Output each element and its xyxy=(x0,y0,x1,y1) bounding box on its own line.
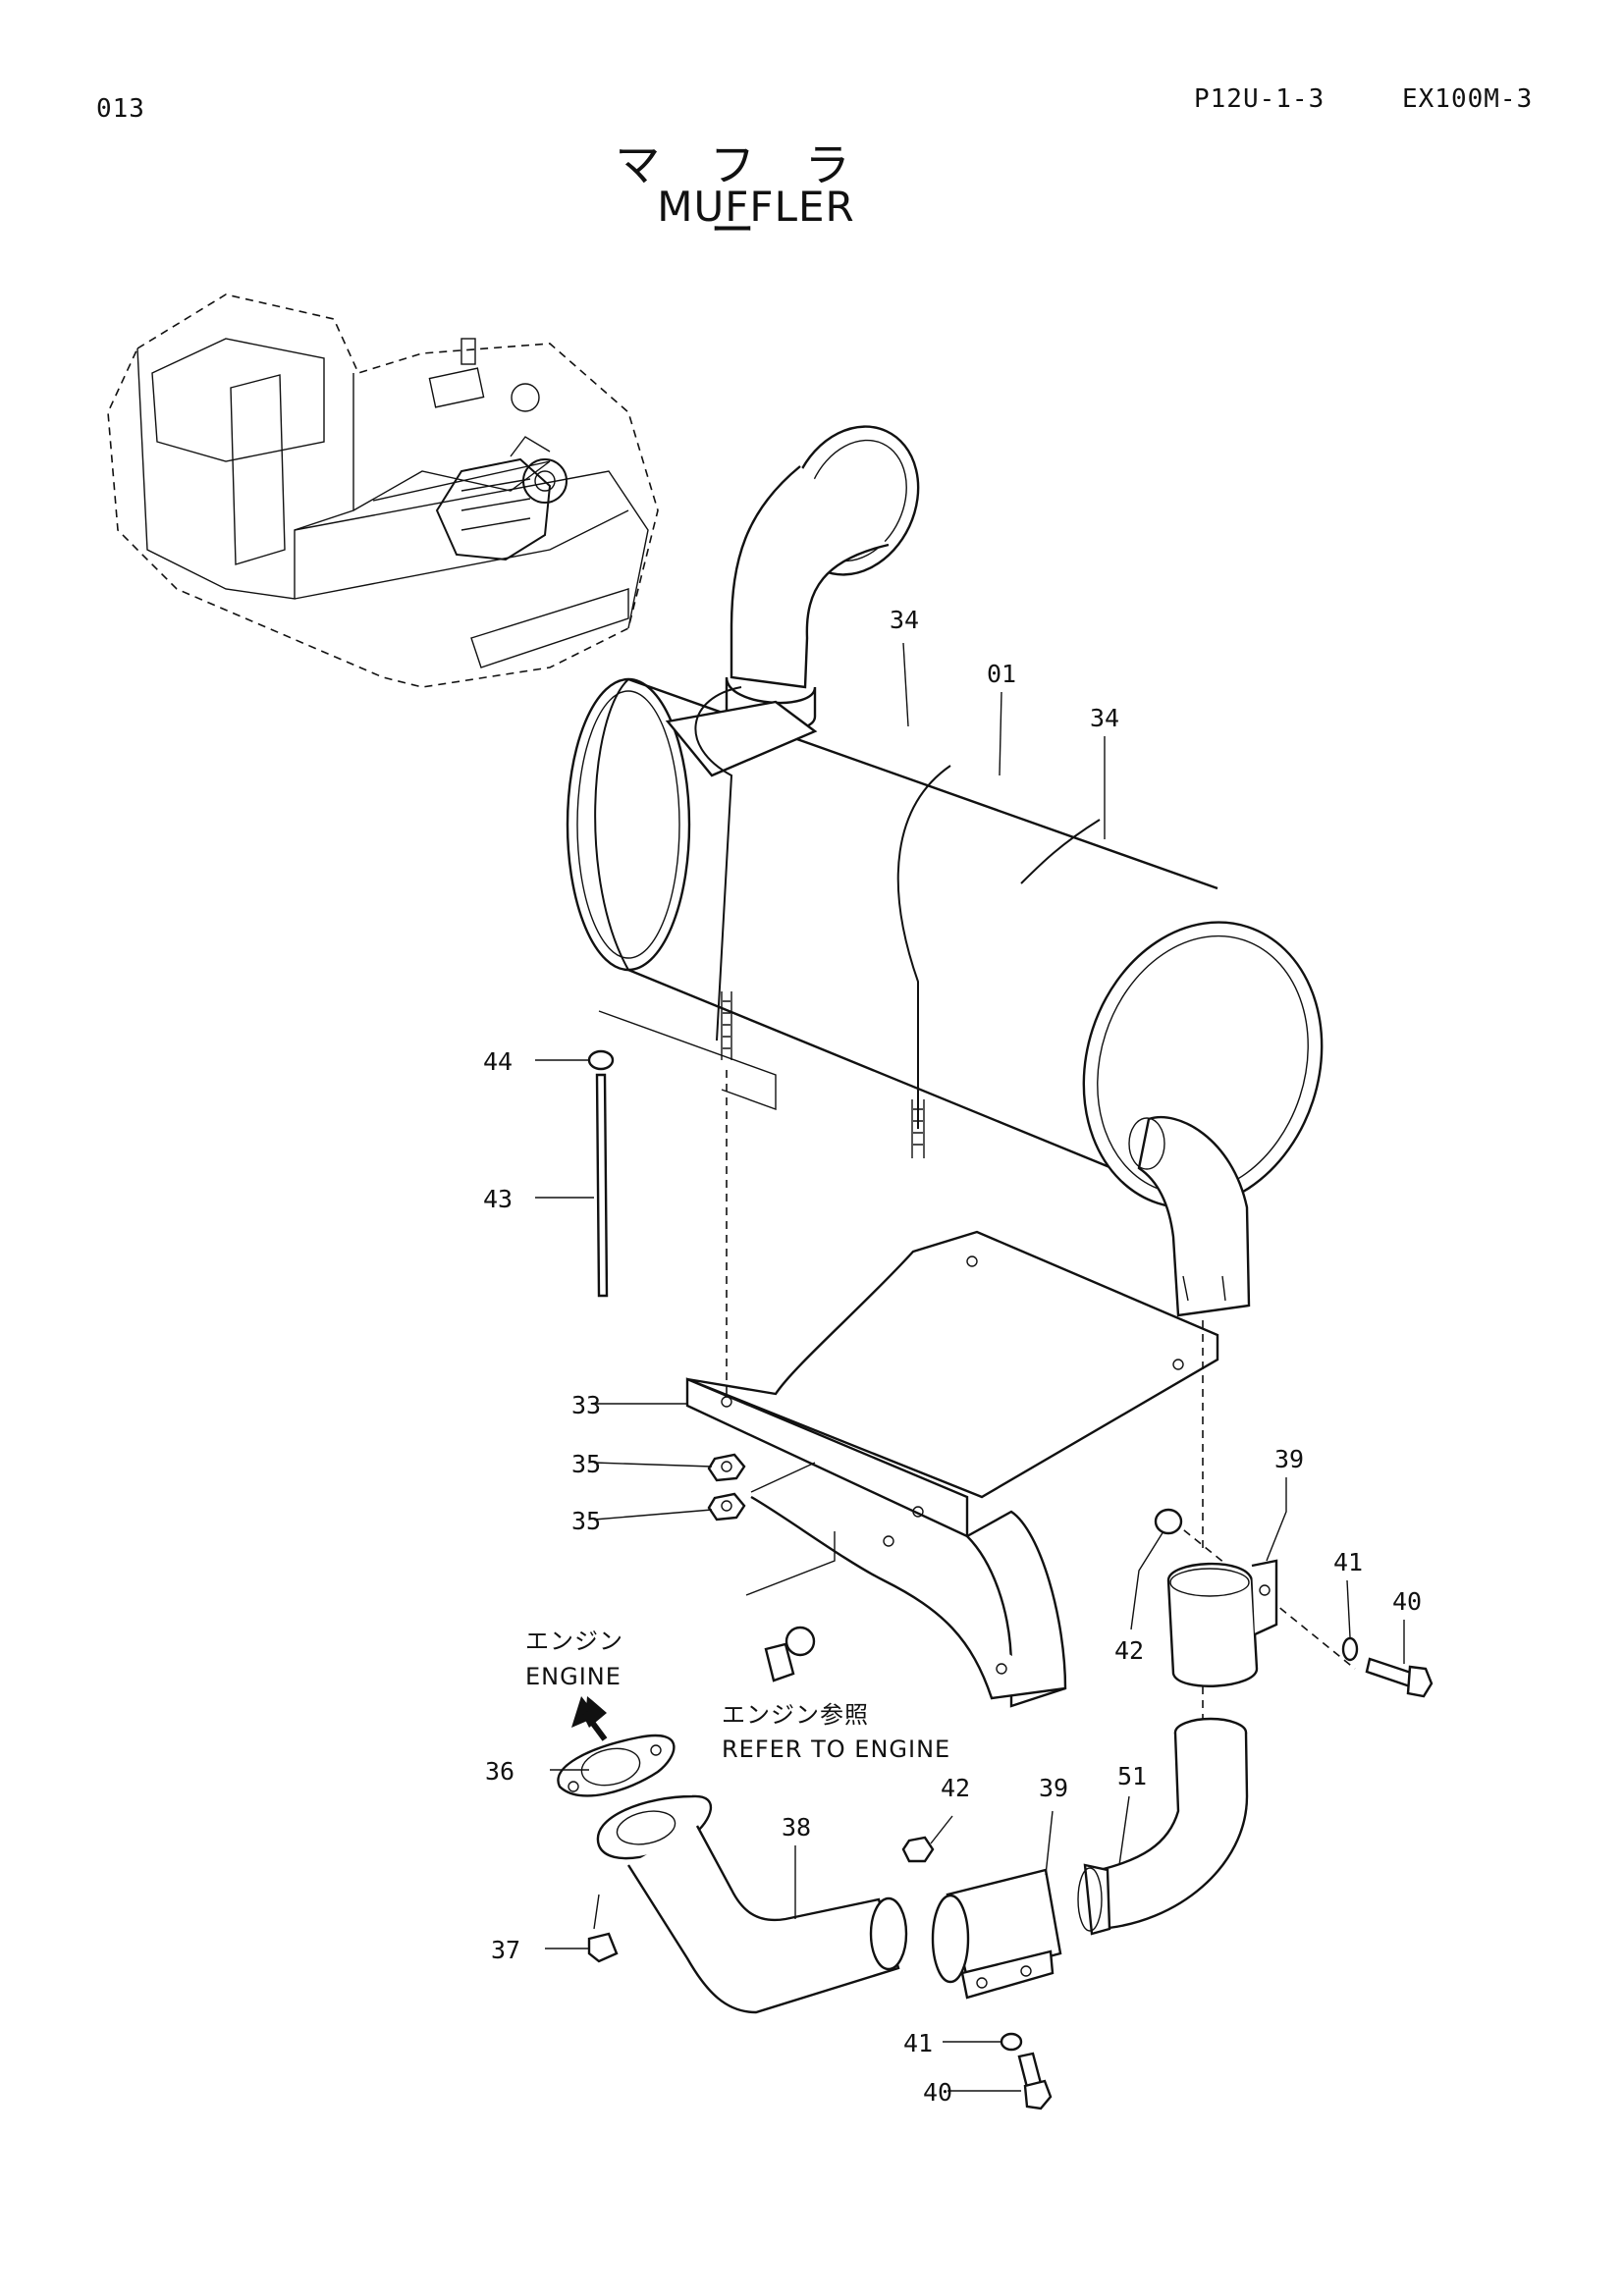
nut-35-lower xyxy=(707,1492,746,1522)
callout-01: 01 xyxy=(987,660,1016,688)
callout-42-upper: 42 xyxy=(1114,1636,1144,1665)
bolt-40-lower xyxy=(1017,2052,1053,2110)
elbow-pipe-51 xyxy=(1077,1717,1249,1936)
callout-44: 44 xyxy=(483,1047,513,1076)
muffler-outlet-elbow xyxy=(1128,1116,1251,1317)
leader-41a xyxy=(1346,1579,1351,1638)
arrow-shaft xyxy=(582,1711,608,1741)
note-engine-japanese: エンジン xyxy=(525,1628,623,1655)
callout-36: 36 xyxy=(485,1757,514,1786)
arrow-to-engine-icon xyxy=(571,1696,607,1728)
callout-41-lower: 41 xyxy=(903,2029,933,2057)
callout-34-top: 34 xyxy=(890,606,919,634)
bracket-bolt-illustration xyxy=(764,1626,816,1682)
callout-39-upper: 39 xyxy=(1274,1445,1304,1473)
leader-42b xyxy=(930,1815,953,1844)
nut-42-lower xyxy=(901,1836,935,1863)
title-japanese: マ フ ラ ー xyxy=(615,138,868,256)
leader-39a xyxy=(1266,1477,1287,1562)
title-english: MUFFLER xyxy=(657,183,855,231)
callout-37: 37 xyxy=(491,1936,520,1964)
clamp-39-upper xyxy=(1166,1559,1278,1687)
callout-40-lower: 40 xyxy=(923,2078,952,2107)
callout-35-upper: 35 xyxy=(571,1450,601,1478)
alignment-line-rod xyxy=(598,1010,777,1110)
note-engine-english: ENGINE xyxy=(525,1663,622,1690)
callout-38: 38 xyxy=(782,1813,811,1842)
exhaust-stack-pipe xyxy=(725,425,920,733)
page-number: 013 xyxy=(96,94,145,124)
callout-41-upper: 41 xyxy=(1333,1548,1363,1576)
callout-33: 33 xyxy=(571,1391,601,1419)
note-refer-japanese: エンジン参照 xyxy=(722,1701,869,1729)
leader-51 xyxy=(1118,1795,1130,1866)
gasket-36 xyxy=(557,1734,676,1797)
muffler-bracket xyxy=(685,1230,1219,1708)
washer-41-lower xyxy=(1000,2032,1023,2052)
callout-40-upper: 40 xyxy=(1392,1587,1422,1616)
callout-34-right: 34 xyxy=(1090,704,1119,732)
bolt-40-upper xyxy=(1365,1657,1434,1698)
leader-34a xyxy=(902,642,909,727)
note-refer-english: REFER TO ENGINE xyxy=(722,1735,950,1763)
leader-39b xyxy=(1045,1810,1054,1876)
reference-code: P12U-1-3 xyxy=(1194,84,1325,114)
exhaust-pipe-38 xyxy=(596,1794,908,2014)
callout-43: 43 xyxy=(483,1185,513,1213)
leader-35b xyxy=(593,1509,713,1521)
nut-44 xyxy=(587,1049,615,1071)
engine-block-illustration xyxy=(435,436,568,561)
clamp-39-lower xyxy=(931,1868,1062,2000)
rod-43 xyxy=(595,1073,609,1298)
leader-01 xyxy=(999,691,1002,776)
washer-41-upper xyxy=(1341,1636,1359,1662)
bolt-37 xyxy=(587,1894,619,1963)
callout-51: 51 xyxy=(1117,1762,1147,1790)
callout-42-lower: 42 xyxy=(941,1774,970,1802)
alignment-line-bolt xyxy=(745,1531,836,1596)
nut-42-upper xyxy=(1154,1508,1183,1535)
leader-42a xyxy=(1130,1530,1164,1630)
muffler-body xyxy=(566,677,1324,1209)
leader-35a xyxy=(593,1462,713,1468)
nut-35-upper xyxy=(707,1453,746,1482)
callout-39-lower: 39 xyxy=(1039,1774,1068,1802)
excavator-overview-illustration xyxy=(107,294,659,688)
model-code: EX100M-3 xyxy=(1402,84,1534,114)
u-bolt-threads xyxy=(721,991,925,1158)
callout-35-lower: 35 xyxy=(571,1507,601,1535)
